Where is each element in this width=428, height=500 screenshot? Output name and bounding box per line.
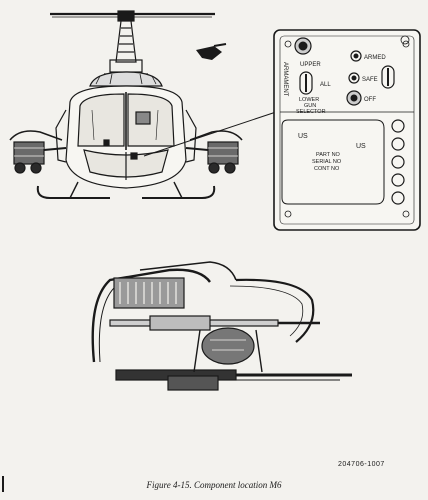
off-knob[interactable] <box>346 90 362 106</box>
all-label: ALL <box>320 82 331 88</box>
side-button-5[interactable] <box>391 191 405 205</box>
safe-label: SAFE <box>362 77 378 83</box>
gun-assembly <box>91 261 352 391</box>
plate-cont-no: CONT NO <box>314 166 340 172</box>
right-gun-mount <box>185 130 243 174</box>
arming-toggle-switch[interactable] <box>381 65 395 89</box>
armament-control-panel <box>273 29 421 231</box>
panel-screw-icon <box>400 35 410 45</box>
helicopter-front-view <box>9 10 277 199</box>
armed-label: ARMED <box>364 55 386 61</box>
figure-code: 204706-1007 <box>338 461 385 468</box>
plate-serial-no: SERIAL NO <box>312 159 342 165</box>
plate-us-label-2: US <box>356 143 366 150</box>
off-label: OFF <box>364 97 376 103</box>
safe-lamp <box>348 72 360 84</box>
armament-label: ARMAMENT <box>282 62 288 97</box>
selector-toggle-switch[interactable] <box>299 71 313 95</box>
gun-selector-knob[interactable] <box>294 37 312 55</box>
selector-label: SELECTOR <box>296 109 326 115</box>
plate-part-no: PART NO <box>316 152 341 158</box>
plate-us-label-1: US <box>298 133 308 140</box>
lower-gun-label-1: LOWER <box>299 97 319 103</box>
margin-mark <box>2 476 4 492</box>
side-button-4[interactable] <box>391 173 405 187</box>
upper-label: UPPER <box>300 62 321 68</box>
figure-caption: Figure 4-15. Component location M6 <box>146 480 282 490</box>
data-plate <box>281 119 385 205</box>
side-button-2[interactable] <box>391 137 405 151</box>
side-button-1[interactable] <box>391 119 405 133</box>
pointing-hand-icon <box>196 43 227 60</box>
side-button-3[interactable] <box>391 155 405 169</box>
panel-labels: ARMAMENT UPPER ALL LOWER GUN SELECTOR AR… <box>282 55 386 172</box>
lower-gun-label-2: GUN <box>304 103 316 109</box>
armed-lamp <box>350 50 362 62</box>
left-gun-mount <box>9 130 67 174</box>
side-button-column <box>391 119 405 205</box>
